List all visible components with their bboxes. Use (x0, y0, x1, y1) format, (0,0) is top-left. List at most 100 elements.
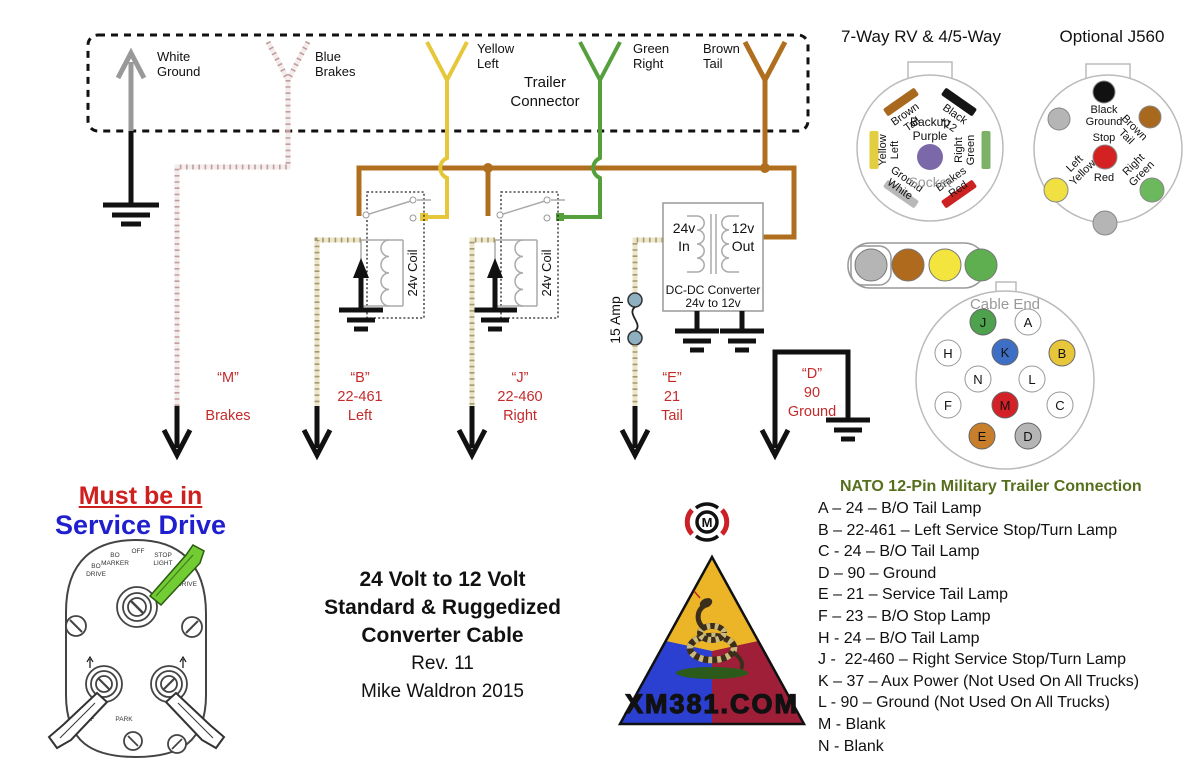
key-gray-dot (854, 248, 888, 282)
green-pin-label2: Green (965, 135, 977, 166)
j560-black-label2: Ground (1086, 116, 1123, 128)
nato-item-f: F – 23 – B/O Stop Lamp (818, 607, 991, 625)
relay-right: 24v Coil (473, 191, 565, 332)
ground-icon (473, 307, 517, 332)
conv-name-label2: 24v to 12v (685, 296, 740, 310)
winding-icon (687, 215, 705, 273)
nato-item-c: C - 24 – B/O Tail Lamp (818, 543, 980, 561)
diode-arrow-icon (353, 258, 369, 278)
e-function: Tail (661, 408, 683, 424)
snake-icon (686, 590, 745, 671)
nato-item-e: E – 21 – Service Tail Lamp (818, 586, 1009, 604)
j560-connector: Optional J560 Black Ground Stop Red Brow… (1033, 27, 1183, 236)
nato-item-m: M - Blank (818, 715, 886, 733)
pin-brown-tail (1138, 105, 1162, 129)
pin-yellow-left (869, 131, 879, 169)
e-circuit: 21 (664, 389, 680, 405)
pin-letter: J (980, 315, 987, 330)
pin-gray (1092, 210, 1118, 236)
title-line1: 24 Volt to 12 Volt (359, 568, 526, 591)
m-id: “M” (217, 370, 239, 386)
j-right-wire (456, 237, 495, 461)
yellow-drop-wire (426, 131, 449, 219)
brown-label: Brown (703, 41, 740, 56)
b-circuit: 22-461 (337, 389, 382, 405)
pin-black-ground (1092, 80, 1116, 104)
green-drop-wire (562, 131, 602, 219)
socket-label: Socket (909, 174, 952, 190)
yellow-pin-label1: Yellow (877, 134, 889, 165)
switch-label: OFF (132, 548, 145, 555)
j560-red-label: Red (1094, 172, 1114, 184)
wire-color-key (847, 242, 998, 289)
conv-name-label1: DC-DC Converter (666, 283, 761, 297)
nato-item-d: D – 90 – Ground (818, 564, 937, 582)
title-block: 24 Volt to 12 Volt Standard & Ruggedized… (295, 566, 590, 706)
seven-way-title: 7-Way RV & 4/5-Way (841, 27, 1001, 46)
green-pin-label1: Right (953, 137, 965, 163)
pin-brakes-red (941, 180, 977, 208)
nato-item-a: A – 24 – B/O Tail Lamp (818, 500, 982, 517)
green-lever (148, 544, 205, 607)
ground-label: Ground (157, 64, 200, 79)
conv-in-label1: 24v (673, 220, 696, 236)
d-id: “D” (802, 366, 822, 382)
ground-icon (675, 328, 719, 353)
m-brakes-wire (161, 131, 291, 461)
nato-item-b: B – 22-461 – Left Service Stop/Turn Lamp (818, 521, 1118, 539)
trailer-connector-box: White Ground Blue Brakes Yellow Left Tra… (86, 33, 810, 133)
blue-brakes-wire (265, 40, 311, 131)
coil-icon (514, 239, 524, 307)
triangle-red (712, 641, 804, 724)
xm381-logo: M XM381.COM (617, 502, 807, 726)
arrow-down-icon (301, 428, 333, 461)
switch-label: BO (91, 563, 100, 570)
warning-line1: Must be in (78, 482, 203, 510)
pin-left-yellow (1043, 177, 1069, 203)
green-terminal (556, 213, 564, 221)
yellow-left-wire (425, 41, 469, 131)
ground-icon (826, 417, 870, 442)
switch-label: MARKER (101, 560, 129, 567)
e-id: “E” (662, 370, 682, 386)
nato-title: NATO 12-Pin Military Trailer Connection (840, 478, 1142, 495)
nato-pinout-list: NATO 12-Pin Military Trailer Connection … (818, 476, 1200, 757)
grass (676, 667, 748, 679)
yellow-label: Yellow (477, 41, 515, 56)
green-right-wire (578, 41, 622, 131)
switch-label: DRIVE (177, 581, 198, 588)
pin-letter: L (1028, 372, 1035, 387)
connector-label: Connector (510, 93, 579, 110)
nato-item-k: K – 37 – Aux Power (Not Used On All Truc… (818, 672, 1140, 690)
d-ground-wire (759, 349, 870, 461)
conv-out-label2: Out (732, 238, 755, 254)
relay-left: 24v Coil (339, 191, 431, 332)
pin-black-12 (941, 88, 977, 116)
winding-icon (721, 215, 739, 273)
backup-label1: Backup (910, 115, 950, 129)
arrow-down-icon (161, 428, 193, 461)
fuse-label: 15 Amp (607, 296, 623, 344)
arrow-down-icon (759, 428, 791, 461)
coil-label: 24v Coil (405, 249, 420, 296)
nato-item-j: J - 22-460 – Right Service Stop/Turn Lam… (818, 651, 1126, 669)
j-id: “J” (512, 370, 529, 386)
yellow-terminal (420, 213, 428, 221)
right-label: Right (633, 56, 664, 71)
output-labels: “M” Brakes “B” 22-461 Left “J” 22-460 Ri… (205, 366, 836, 424)
cable-end-title: Cable End (970, 296, 1040, 313)
switch-label: PARK (115, 716, 133, 723)
conv-out-label1: 12v (732, 220, 755, 236)
service-drive-warning: Must be in Service Drive (28, 482, 253, 540)
key-brown-dot (891, 248, 925, 282)
title-line2: Standard & Ruggedized (324, 596, 561, 619)
arrow-down-icon (456, 428, 488, 461)
ground-icon (339, 307, 383, 332)
coil-label: 24v Coil (539, 249, 554, 296)
key-yellow-dot (928, 248, 962, 282)
j-function: Right (503, 408, 537, 424)
nato-item-n: N - Blank (818, 737, 884, 755)
d-function: Ground (788, 404, 836, 420)
e-tail-wire: 15 Amp (607, 237, 663, 461)
pin-right-green (981, 131, 991, 169)
